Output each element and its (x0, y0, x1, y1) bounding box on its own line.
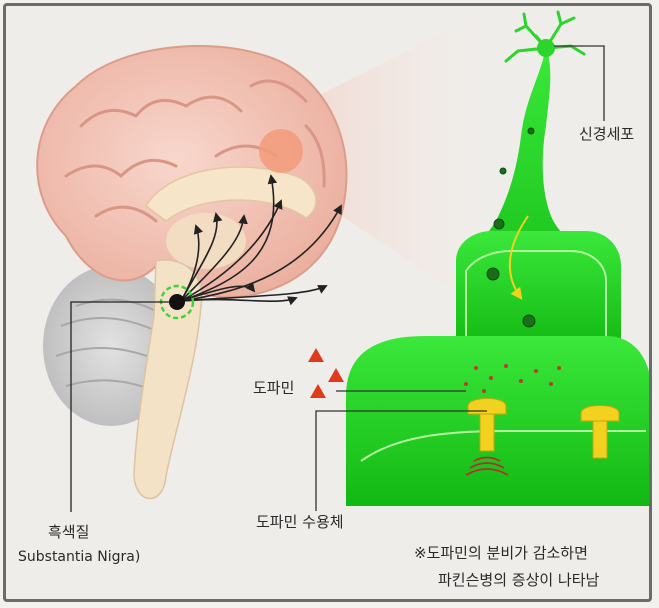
note-line-2: 파킨슨병의 증상이 나타남 (438, 569, 599, 590)
dopamine-label: 도파민 (253, 377, 294, 398)
neuron-leader (554, 46, 604, 121)
substantia-nigra-korean-label: 흑색질 (48, 521, 89, 542)
substantia-nigra-english-label: Substantia Nigra) (18, 549, 140, 565)
highlight-region (259, 129, 303, 173)
axon-terminal (456, 231, 621, 351)
substantia-nigra-dot (169, 294, 185, 310)
dopamine-receptor-label: 도파민 수용체 (256, 511, 344, 532)
note-line-1: ※도파민의 분비가 감소하면 (414, 542, 588, 563)
neuron-label: 신경세포 (579, 123, 634, 144)
diagram-frame: 신경세포 도파민 도파민 수용체 흑색질 Substantia Nigra) ※… (3, 3, 652, 602)
